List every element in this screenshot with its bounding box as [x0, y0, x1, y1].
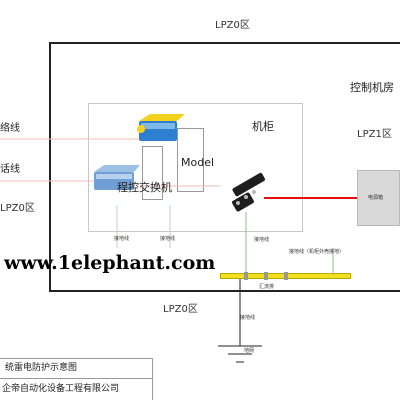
cabinet-frame	[88, 103, 303, 232]
network-line-label: 络线	[0, 123, 20, 134]
ground-line-mid-label: 接地线	[160, 236, 176, 242]
power-strip-icon	[232, 172, 265, 212]
busbar-label: 汇流排	[259, 284, 275, 290]
title-block-title: 统雷电防护示意图	[5, 363, 78, 373]
ground-line-cabinet-label: 接地线	[254, 237, 270, 243]
title-block-divider	[0, 378, 153, 379]
earth-label: 地网	[244, 348, 255, 354]
zone-label-top: LPZ0区	[215, 20, 250, 31]
model-device-box	[177, 128, 204, 192]
busbar-terminals-icon	[244, 272, 288, 280]
zone-label-left: LPZ0区	[0, 203, 35, 214]
ground-line-shell-label: 接地线（机柜外壳接地）	[289, 249, 345, 255]
ground-line-left-label: 接地线	[114, 236, 130, 242]
power-box-label: 电源箱	[368, 195, 384, 201]
phone-line-label: 话线	[0, 164, 20, 175]
surge-protector-network-icon	[137, 114, 185, 141]
title-block-company: 企帝自动化设备工程有限公司	[2, 384, 120, 394]
zone-label-bottom: LPZ0区	[163, 304, 198, 315]
model-label: Model	[181, 156, 215, 169]
watermark: www.1elephant.com	[4, 252, 216, 274]
control-room-label: 控制机房	[350, 81, 394, 94]
surge-protector-phone-icon	[94, 165, 140, 190]
exchange-device-box	[142, 146, 163, 200]
cabinet-label: 机柜	[252, 120, 274, 133]
title-block	[0, 358, 153, 400]
zone-label-lpz1: LPZ1区	[357, 129, 392, 140]
control-room-frame	[49, 42, 400, 292]
ground-line-down-label: 接地线	[240, 315, 256, 321]
exchange-label: 程控交换机	[117, 181, 172, 194]
